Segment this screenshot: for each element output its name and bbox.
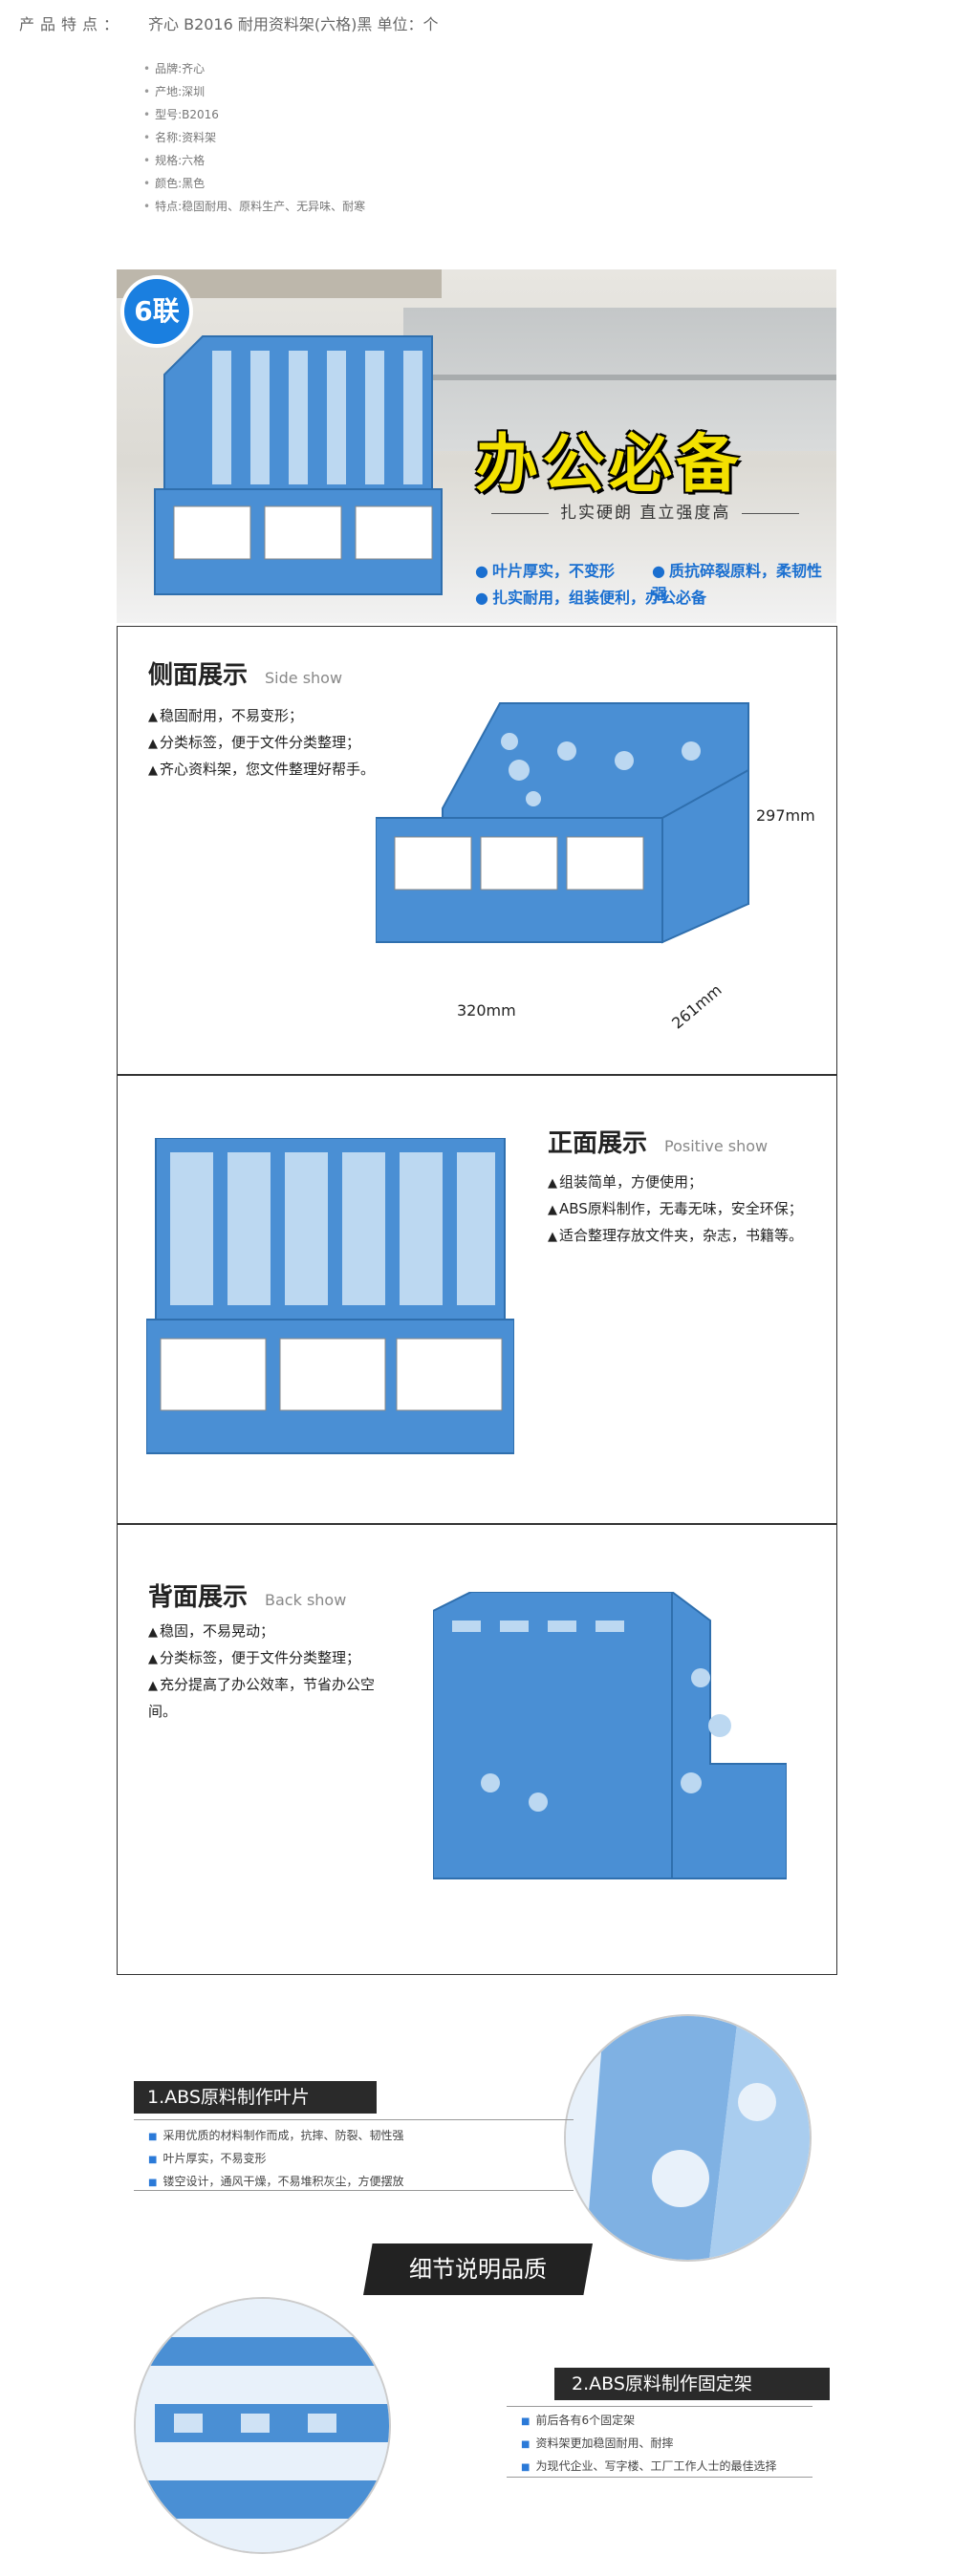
hero-subtitle: 扎实硬朗 直立强度高	[480, 499, 811, 523]
hero-banner: 6联 办公必备 扎实硬朗 直立强度高 ●叶片厚实，不变形 ●质抗碎裂原料，柔韧性…	[117, 269, 836, 623]
feature-list: 稳固，不易晃动；分类标签，便于文件分类整理；充分提高了办公效率，节省办公空间。	[148, 1619, 378, 1724]
details-banner: 细节说明品质	[363, 2243, 593, 2295]
product-image-side	[376, 702, 749, 944]
six-pack-badge: 6联	[124, 279, 189, 344]
divider	[507, 2406, 812, 2407]
product-image-front	[146, 1138, 514, 1454]
spec-item: 规格:六格	[143, 149, 365, 172]
spec-item: 产地:深圳	[143, 80, 365, 103]
spec-list: 品牌:齐心 产地:深圳 型号:B2016 名称:资料架 规格:六格 颜色:黑色 …	[143, 57, 365, 218]
hero-feature: ●扎实耐用，组装便利，办公必备	[475, 589, 706, 607]
product-image-back	[433, 1592, 787, 1879]
detail-list-2: 前后各有6个固定架资料架更加稳固耐用、耐摔为现代企业、写字楼、工厂工作人士的最佳…	[521, 2410, 776, 2479]
dimension-width: 320mm	[457, 1001, 516, 1020]
hero-title: 办公必备	[475, 427, 743, 501]
product-title: 齐心 B2016 耐用资料架(六格)黑 单位：个	[148, 15, 439, 33]
hero-feature: ●叶片厚实，不变形	[475, 562, 615, 580]
detail-list-1: 采用优质的材料制作而成，抗摔、防裂、韧性强叶片厚实，不易变形镂空设计，通风干燥，…	[148, 2125, 403, 2194]
product-image-hero	[154, 335, 443, 595]
detail-title-2: 2.ABS原料制作固定架	[554, 2368, 830, 2400]
background-cabinet	[403, 308, 836, 451]
divider	[134, 2190, 574, 2191]
dimension-depth: 261mm	[668, 980, 726, 1033]
spec-item: 特点:稳固耐用、原料生产、无异味、耐寒	[143, 195, 365, 218]
dimension-height: 297mm	[756, 806, 815, 825]
divider	[134, 2119, 574, 2120]
detail-title-1: 1.ABS原料制作叶片	[134, 2081, 377, 2114]
spec-item: 型号:B2016	[143, 103, 365, 126]
spec-item: 名称:资料架	[143, 126, 365, 149]
divider	[507, 2477, 812, 2478]
spec-item: 颜色:黑色	[143, 172, 365, 195]
detail-image-1	[564, 2014, 812, 2262]
spec-item: 品牌:齐心	[143, 57, 365, 80]
feature-list: 组装简单，方便使用；ABS原料制作，无毒无味，安全环保；适合整理存放文件夹，杂志…	[548, 1170, 803, 1250]
detail-image-2	[134, 2297, 391, 2554]
hero-feature: ●质抗碎裂原料，柔韧性强	[652, 562, 822, 603]
product-features-label: 产品特点：	[19, 15, 125, 33]
feature-list: 稳固耐用，不易变形；分类标签，便于文件分类整理；齐心资料架，您文件整理好帮手。	[148, 703, 375, 784]
